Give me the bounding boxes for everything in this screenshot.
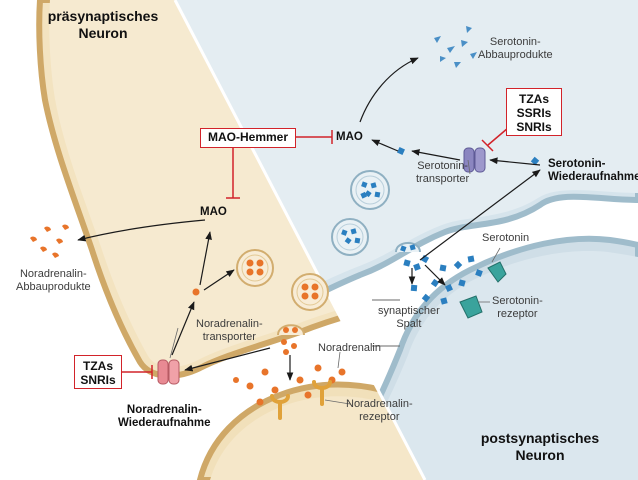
serotonin-transporter-protein <box>463 147 486 173</box>
noradrenaline-receptor-label: Noradrenalin- rezeptor <box>346 398 413 423</box>
serotonin-fusing-vesicle <box>395 242 421 253</box>
synaptic-cleft-bracket <box>372 299 400 347</box>
serotonin-transporter-label: Serotonin- transporter <box>416 160 470 185</box>
drug-label-snris: SNRIs <box>516 120 552 134</box>
noradrenaline-breakdown-fragments <box>30 224 69 258</box>
pathway-arrows <box>77 57 541 381</box>
serotonin-molecules <box>397 147 540 305</box>
drug-label-tzas: TZAs <box>519 92 549 106</box>
serotonin-vesicle <box>331 218 369 256</box>
postsynaptic-neuron-text: postsynaptisches Neuron <box>480 430 600 463</box>
serotonin-receptor-label: Serotonin- rezeptor <box>492 295 543 320</box>
presynaptic-neuron-text: präsynaptisches Neuron <box>47 8 159 41</box>
presynaptic-neuron-title: präsynaptisches Neuron <box>28 8 178 42</box>
drug-label-snris: SNRIs <box>80 373 116 387</box>
serotonin-reuptake-label: Serotonin- Wiederaufnahme <box>548 158 638 183</box>
leader-lines <box>169 159 501 405</box>
serotonin-label: Serotonin <box>482 232 530 244</box>
inhibition-lines <box>122 127 509 379</box>
noradrenaline-vesicle <box>236 249 274 287</box>
noradrenaline-breakdown-label: Noradrenalin- Abbauprodukte <box>16 268 91 293</box>
mao-inhibitor-label: MAO-Hemmer <box>207 130 288 144</box>
drug-label-ssris: SSRIs <box>516 106 552 120</box>
postsynaptic-neuron-title: postsynaptisches Neuron <box>460 430 620 464</box>
serotonin-vesicle <box>350 170 390 210</box>
serotonin-drugs-box: TZAs SSRIs SNRIs <box>506 88 562 136</box>
noradrenaline-fusing-vesicle <box>277 324 305 336</box>
noradrenaline-vesicle <box>291 273 329 311</box>
noradrenaline-reuptake-label: Noradrenalin- Wiederaufnahme <box>118 404 211 429</box>
noradrenaline-transporter-label: Noradrenalin- transporter <box>196 318 263 343</box>
divider-line <box>173 0 427 480</box>
noradrenaline-label: Noradrenalin <box>318 342 381 354</box>
mao-serotonin-label: MAO <box>336 131 363 143</box>
noradrenaline-transporter-protein <box>157 359 180 385</box>
drug-label-tzas: TZAs <box>83 359 113 373</box>
noradrenaline-receptor-protein <box>270 380 332 420</box>
mao-noradrenaline-label: MAO <box>200 206 227 218</box>
noradrenaline-drugs-box: TZAs SNRIs <box>74 355 122 389</box>
mao-inhibitor-box: MAO-Hemmer <box>200 128 296 148</box>
serotonin-breakdown-label: Serotonin- Abbauprodukte <box>478 36 553 61</box>
synaptic-cleft-label: synaptischer Spalt <box>378 305 440 330</box>
serotonin-breakdown-fragments <box>434 26 477 68</box>
noradrenaline-molecules <box>192 288 346 406</box>
serotonin-receptor-protein <box>459 261 507 319</box>
